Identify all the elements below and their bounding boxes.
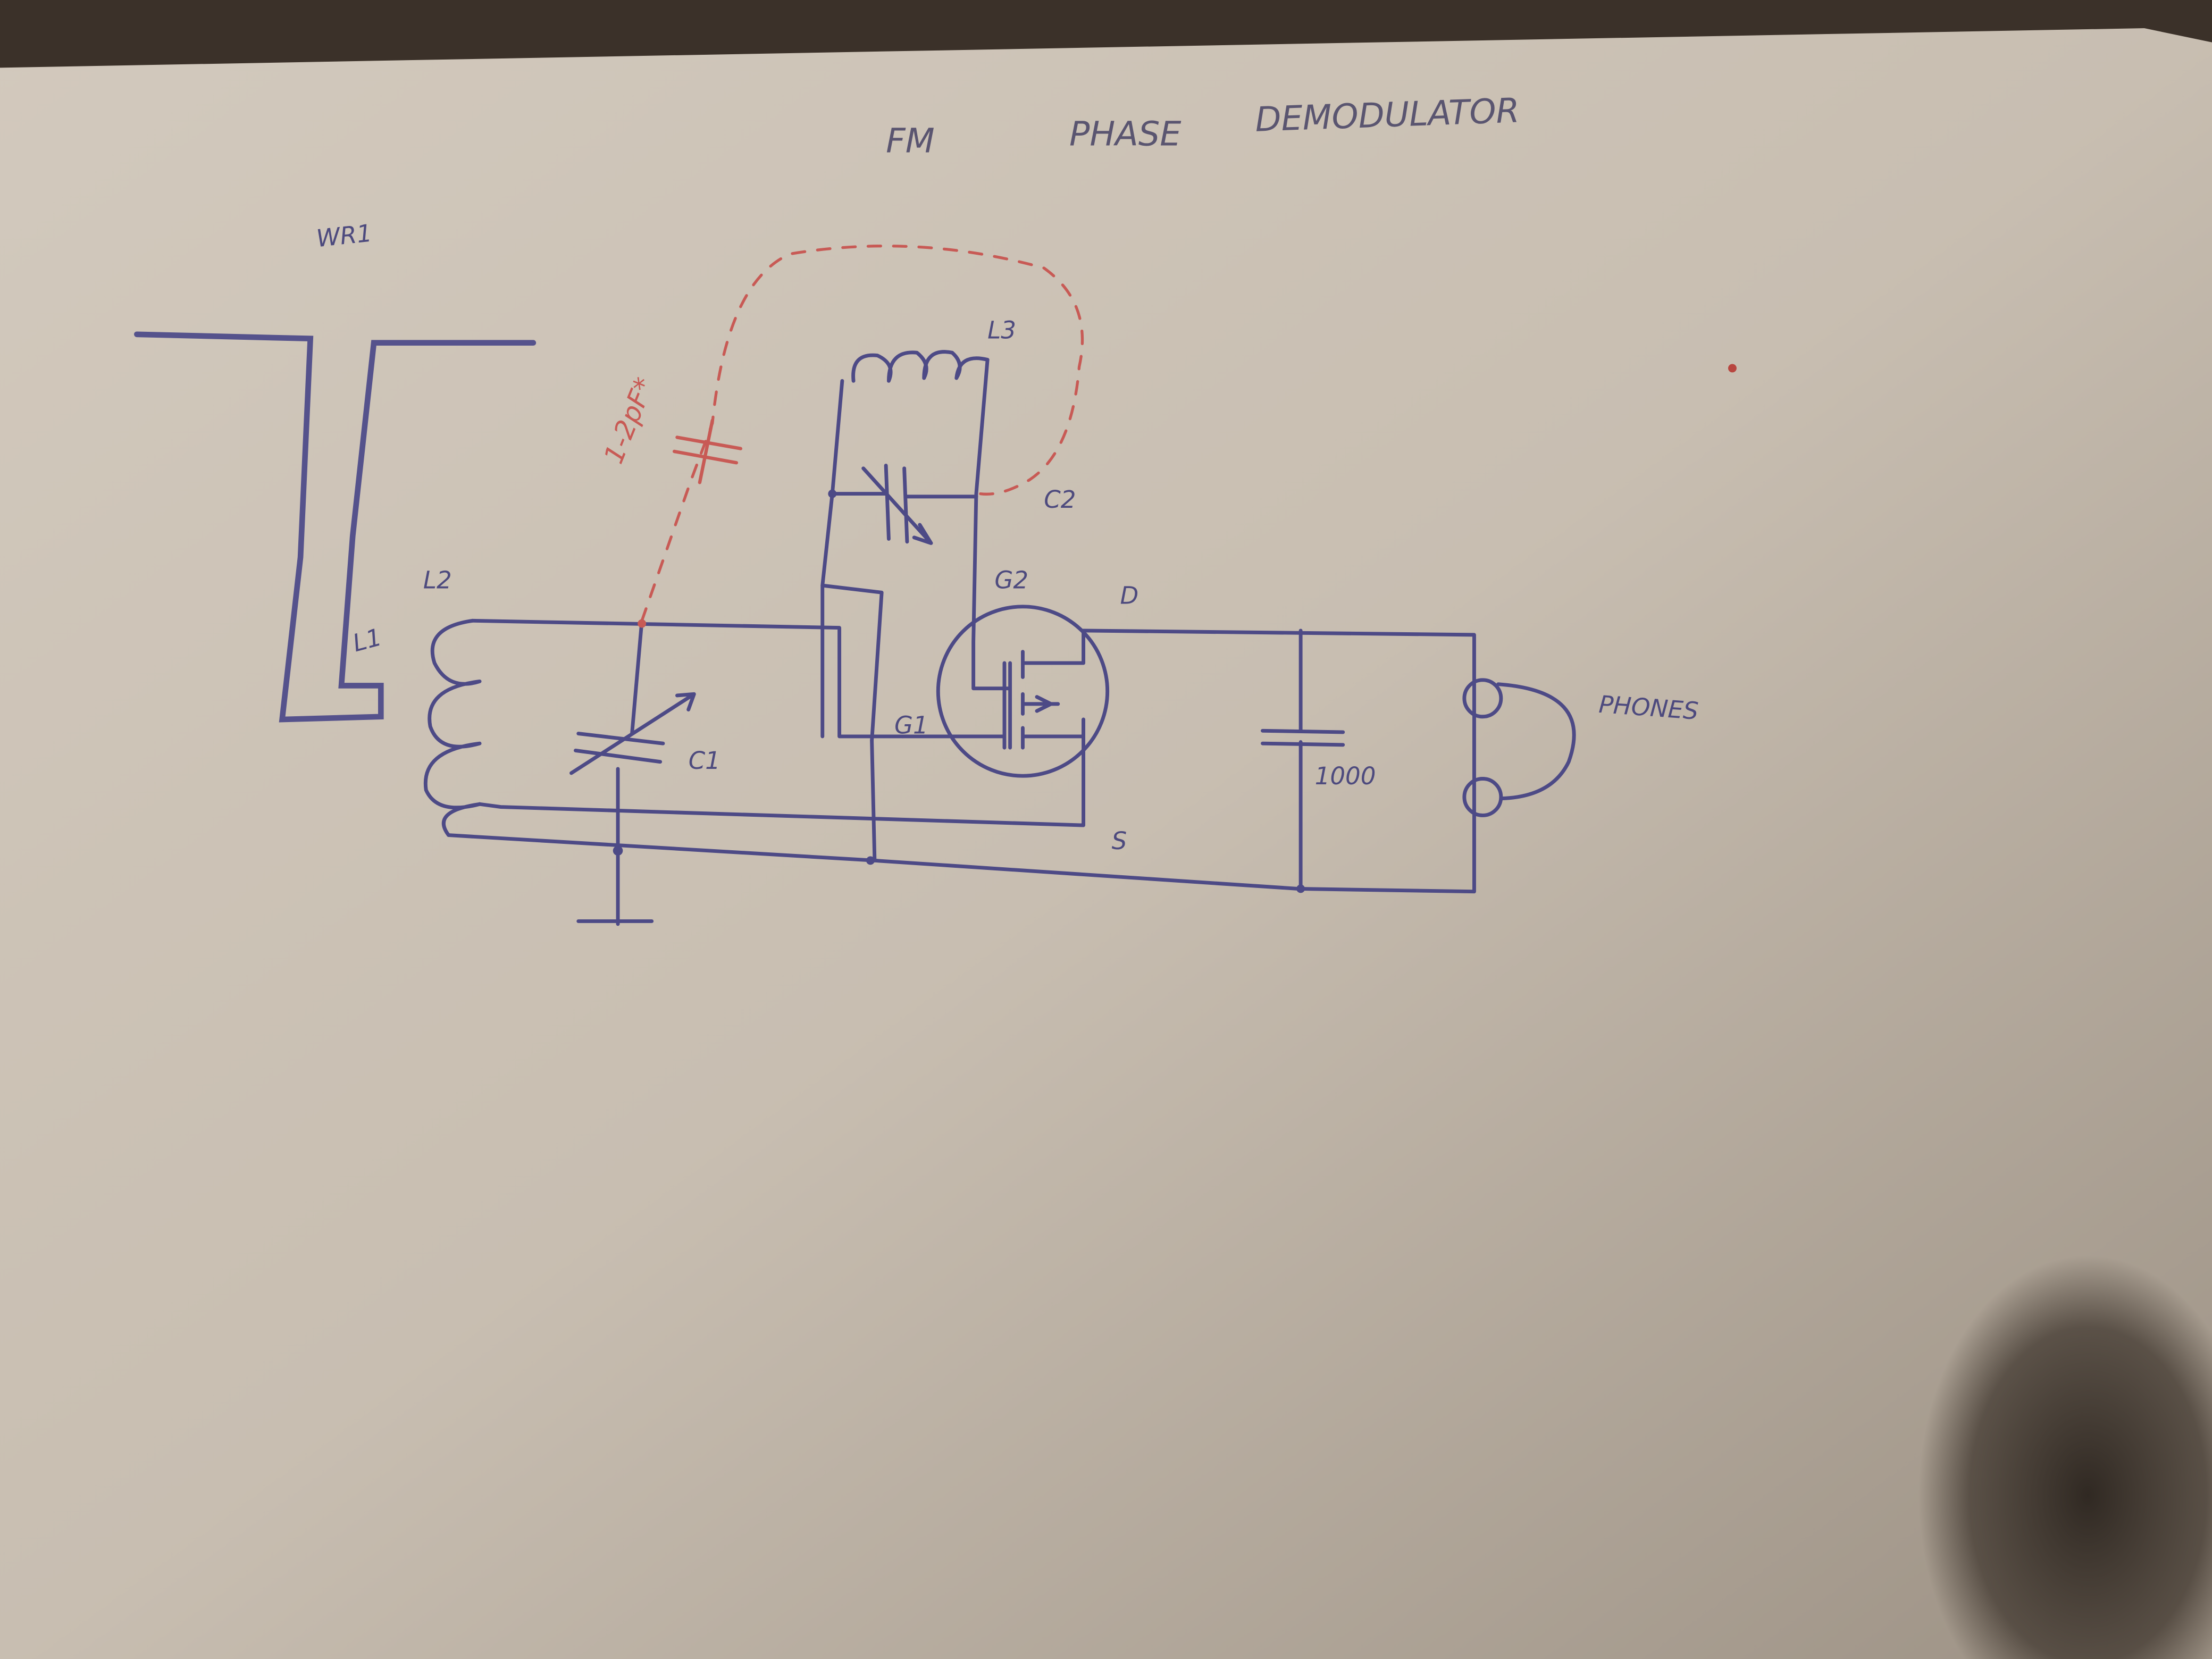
paper-sheet [0,28,2212,1659]
antenna-label: WR1 [315,219,374,253]
title-word-phase: PHASE [1069,114,1182,154]
red-ink-spot [1728,364,1737,373]
circuit-wires [447,358,1476,926]
g2-label: G2 [994,566,1028,594]
title-word-demodulator: DEMODULATOR [1254,91,1520,139]
g1-label: G1 [894,711,928,740]
hand-shadow [1918,1255,2212,1659]
c1-variable-capacitor [569,692,696,775]
c1-label: C1 [689,747,720,775]
phones-label: PHONES [1598,690,1699,725]
l2-label: L2 [423,566,452,594]
feedback-capacitor-path [640,245,1084,622]
c2-label: C2 [1044,485,1076,514]
capacitor-value-label: 1000 [1315,762,1376,790]
source-label: S [1112,827,1127,855]
l2-coil [423,618,482,837]
diagram-title: FM PHASE DEMODULATOR [886,91,1520,161]
headphones-symbol [1462,678,1576,817]
l3-coil [851,350,990,383]
output-capacitor [1261,728,1345,747]
c2-variable-capacitor [830,464,978,545]
dual-gate-mosfet [901,605,1110,778]
antenna-symbol [134,331,537,723]
title-word-fm: FM [886,122,935,161]
l3-label: L3 [987,316,1016,345]
drain-label: D [1120,582,1139,610]
